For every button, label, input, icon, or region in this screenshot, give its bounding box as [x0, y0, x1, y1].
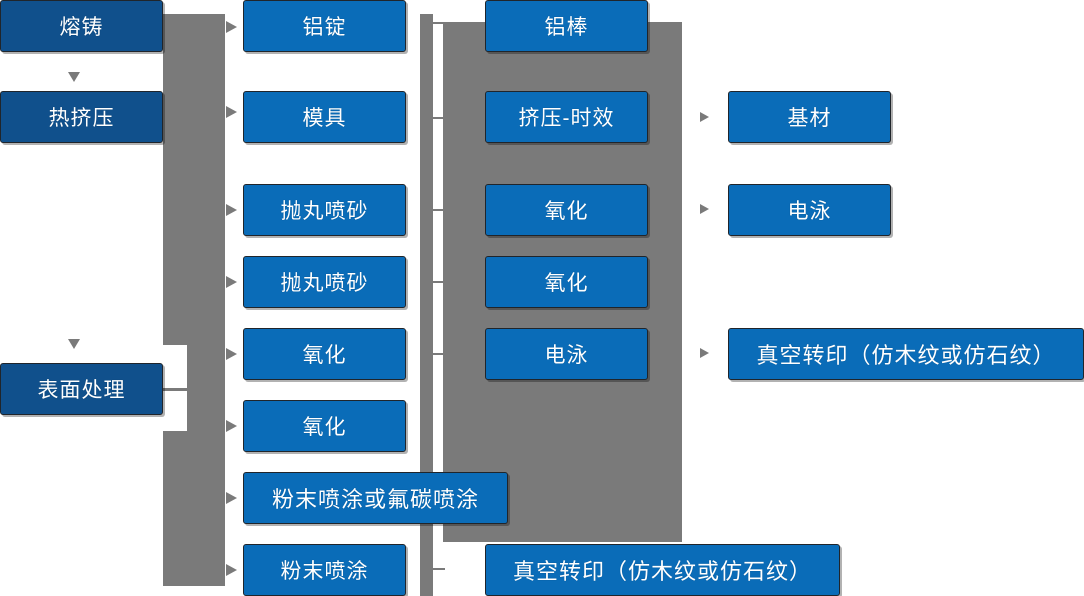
step-label-oxidation-2: 氧化	[302, 416, 347, 439]
connector-band-left-top-shoulder	[163, 14, 225, 34]
step-box-electrophoresis-1[interactable]: 电泳	[485, 328, 648, 380]
step-box-aluminum-bar[interactable]: 铝棒	[485, 0, 648, 52]
arrow-right-icon-to-vacuum-transfer	[700, 348, 709, 358]
step-label-shot-blasting-2: 抛丸喷砂	[280, 272, 369, 295]
step-box-vacuum-transfer-bottom[interactable]: 真空转印（仿木纹或仿石纹）	[485, 544, 840, 596]
output-label-vacuum-transfer: 真空转印（仿木纹或仿石纹）	[756, 343, 1056, 368]
step-label-oxidation-3: 氧化	[544, 200, 589, 223]
arrow-right-icon-to-shot-blasting-2	[226, 276, 237, 288]
step-label-shot-blasting-1: 抛丸喷砂	[280, 200, 369, 223]
output-box-substrate[interactable]: 基材	[728, 91, 891, 143]
connector-notch-surface	[163, 345, 187, 388]
arrow-right-icon-to-powder-or-pvdf	[226, 492, 237, 504]
step-label-mold: 模具	[302, 107, 347, 130]
arrow-right-icon-to-oxidation-1	[226, 348, 237, 360]
step-label-aluminum-bar: 铝棒	[544, 16, 589, 39]
arrow-down-icon-extrusion-to-surface	[68, 339, 80, 349]
step-box-oxidation-2[interactable]: 氧化	[243, 400, 406, 452]
step-box-extrusion-aging[interactable]: 挤压-时效	[485, 91, 648, 143]
connector-tick-4	[433, 281, 445, 283]
step-label-powder-or-pvdf: 粉末喷涂或氟碳喷涂	[271, 487, 479, 512]
step-label-extrusion-aging: 挤压-时效	[518, 107, 615, 130]
step-box-aluminum-ingot[interactable]: 铝锭	[243, 0, 406, 52]
arrow-down-icon-melting-to-extrusion	[68, 72, 80, 82]
connector-tick-2	[433, 117, 445, 119]
stage-box-surface-treatment[interactable]: 表面处理	[0, 363, 163, 415]
step-label-powder-coating: 粉末喷涂	[280, 560, 369, 583]
connector-tick-3	[433, 209, 445, 211]
arrow-right-icon-to-shot-blasting-1	[226, 204, 237, 216]
connector-tick-1	[433, 22, 445, 24]
step-label-electrophoresis-1: 电泳	[544, 344, 589, 367]
step-label-aluminum-ingot: 铝锭	[302, 16, 347, 39]
step-box-mold[interactable]: 模具	[243, 91, 406, 143]
output-box-electrophoresis[interactable]: 电泳	[728, 184, 891, 236]
arrow-right-icon-to-oxidation-2	[226, 420, 237, 432]
connector-band-left-trunk	[163, 14, 225, 586]
output-label-substrate: 基材	[787, 107, 832, 130]
connector-tick-6	[433, 568, 445, 570]
step-box-powder-or-pvdf[interactable]: 粉末喷涂或氟碳喷涂	[243, 472, 508, 524]
step-box-oxidation-3[interactable]: 氧化	[485, 184, 648, 236]
arrow-right-icon-to-mold	[226, 106, 237, 118]
stage-label-melting: 熔铸	[59, 16, 104, 39]
connector-band-mid-narrow	[420, 14, 433, 596]
step-box-shot-blasting-1[interactable]: 抛丸喷砂	[243, 184, 406, 236]
output-box-vacuum-transfer[interactable]: 真空转印（仿木纹或仿石纹）	[728, 328, 1084, 380]
step-box-powder-coating[interactable]: 粉末喷涂	[243, 544, 406, 596]
arrow-right-icon-to-substrate	[700, 112, 709, 122]
stage-label-hot-extrusion: 热挤压	[48, 107, 115, 130]
step-label-oxidation-1: 氧化	[302, 344, 347, 367]
arrow-right-icon-to-aluminum-ingot	[226, 21, 237, 33]
stage-box-melting[interactable]: 熔铸	[0, 0, 163, 52]
stage-label-surface-treatment: 表面处理	[37, 379, 126, 402]
output-label-electrophoresis: 电泳	[787, 200, 832, 223]
arrow-right-icon-to-electrophoresis	[700, 204, 709, 214]
connector-band-output-spine	[664, 22, 682, 542]
connector-notch-surface-2	[163, 391, 187, 431]
stage-box-hot-extrusion[interactable]: 热挤压	[0, 91, 163, 143]
connector-tick-5	[433, 353, 445, 355]
step-label-vacuum-transfer-bottom: 真空转印（仿木纹或仿石纹）	[512, 559, 812, 584]
step-label-oxidation-4: 氧化	[544, 272, 589, 295]
step-box-oxidation-4[interactable]: 氧化	[485, 256, 648, 308]
connector-stub-surface-treatment	[163, 388, 187, 391]
arrow-right-icon-to-powder-coating	[226, 564, 237, 576]
step-box-shot-blasting-2[interactable]: 抛丸喷砂	[243, 256, 406, 308]
step-box-oxidation-1[interactable]: 氧化	[243, 328, 406, 380]
